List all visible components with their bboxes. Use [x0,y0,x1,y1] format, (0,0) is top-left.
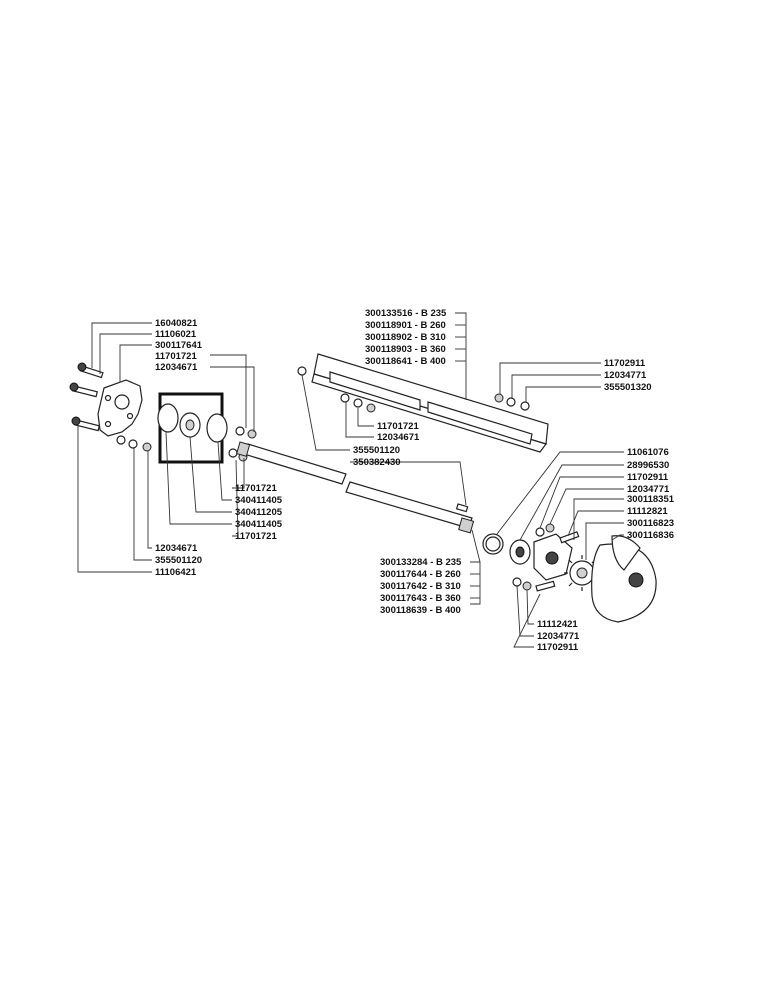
washer [116,435,126,445]
part-number-label: 340411405 [235,495,283,506]
washer [506,397,516,407]
part-number-label: 300118901 - B 260 [365,320,446,331]
part-number-label: 11701721 [155,351,197,362]
washer [535,527,545,537]
drive-cover [591,535,657,623]
washer [340,393,350,403]
shaft-thread-end [458,517,475,534]
nut [247,429,257,439]
labels-mid-group: 11701721 12034671 355501120 350382430 [353,421,420,468]
shaft-section-lower [345,481,473,529]
part-number-label: 16040821 [155,318,198,329]
part-number-label: 11112421 [537,619,578,630]
washer [512,577,522,587]
washer [128,439,138,449]
part-number-label: 355501120 [155,555,202,566]
part-number-label: 300118351 [627,494,675,505]
seal-ring-left [157,403,179,433]
nut [494,393,504,403]
plate-hole [104,394,112,402]
part-number-label: 355501320 [604,382,652,393]
nut [545,523,555,533]
labels-bottom-right-group: 11112421 12034771 11702911 [537,619,580,653]
part-number-label: 28996530 [627,460,669,471]
washer [297,366,307,376]
washer [235,426,245,436]
part-number-label: 11702911 [537,642,579,653]
part-number-label: 300116836 [627,530,674,541]
beam-groove [329,371,421,411]
part-number-label: 11701721 [377,421,419,432]
part-number-label: 300117641 [155,340,203,351]
washer [520,401,530,411]
part-number-label: 300117643 - B 360 [380,593,461,604]
bearing-group [157,392,257,464]
labels-right-group: 11061076 28996530 11702911 12034771 3001… [627,447,675,541]
leader-lines [77,312,624,648]
part-number-label: 11702911 [604,358,646,369]
part-number-label: 11701721 [235,531,277,542]
nut [522,581,532,591]
part-number-label: 11112821 [627,506,668,517]
part-number-label: 11061076 [627,447,669,458]
part-number-label: 300133284 - B 235 [380,557,462,568]
bolt-top [77,362,104,379]
shaft-thread-end [236,441,251,457]
bolt-low [71,416,101,432]
plate-hole [104,420,112,428]
part-number-label: 12034671 [377,432,420,443]
washer [353,398,363,408]
labels-beam-group: 300133516 - B 235 300118901 - B 260 3001… [365,308,447,367]
seal-ring-right [206,413,228,443]
labels-left-group: 16040821 11106021 300117641 11701721 120… [155,318,203,373]
part-number-label: 11701721 [235,483,277,494]
part-number-label: 300118639 - B 400 [380,605,461,616]
plate-hole [114,394,130,410]
part-number-label: 300118641 - B 400 [365,356,446,367]
washer [228,448,238,458]
part-number-label: 11106021 [155,329,197,340]
part-number-label: 300133516 - B 235 [365,308,447,319]
part-number-label: 12034771 [604,370,647,381]
part-number-label: 340411405 [235,519,283,530]
part-number-label: 300116823 [627,518,674,529]
shaft-key [455,503,469,513]
mounting-plate-assembly [69,362,152,452]
nut [142,442,152,452]
bolt [535,580,556,592]
bearing-inner [185,419,195,431]
bolt-mid [69,382,99,398]
part-number-label: 300118902 - B 310 [365,332,446,343]
part-number-label: 12034771 [627,484,670,495]
part-number-label: 11106421 [155,567,197,578]
part-number-label: 12034771 [537,631,580,642]
nut [366,403,376,413]
flange-hole [545,551,559,565]
part-number-label: 350382430 [353,457,401,468]
part-number-label: 340411205 [235,507,283,518]
part-number-label: 355501120 [353,445,400,456]
part-number-label: 300118903 - B 360 [365,344,446,355]
part-number-label: 300117644 - B 260 [380,569,461,580]
labels-shaft-group: 300133284 - B 235 300117644 - B 260 3001… [380,557,462,616]
labels-right-top-group: 11702911 12034771 355501320 [604,358,652,393]
plate-hole [126,412,134,420]
drive-housing-assembly [482,523,657,623]
beam-groove [427,401,533,445]
part-number-label: 11702911 [627,472,669,483]
part-number-label: 12034671 [155,543,198,554]
drive-shaft [236,441,475,534]
part-number-label: 12034671 [155,362,198,373]
part-number-label: 300117642 - B 310 [380,581,461,592]
beam-assembly [297,353,549,453]
labels-bottom-left-group: 11701721 340411405 340411205 340411405 1… [155,483,283,578]
